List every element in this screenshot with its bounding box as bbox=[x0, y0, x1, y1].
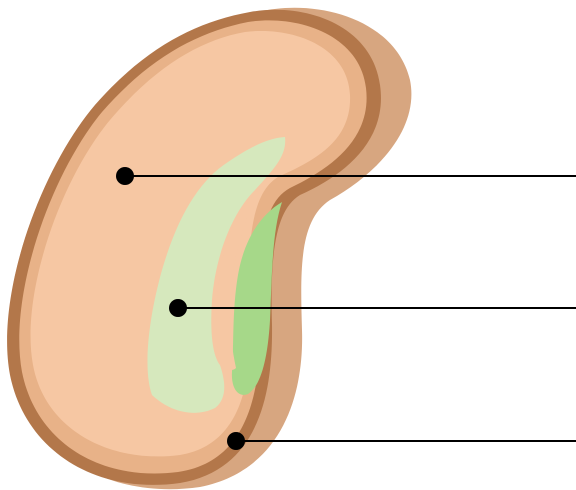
leader-dot-seed-coat bbox=[227, 432, 245, 450]
leader-dot-cotyledon bbox=[116, 167, 134, 185]
leader-dot-embryo bbox=[169, 299, 187, 317]
